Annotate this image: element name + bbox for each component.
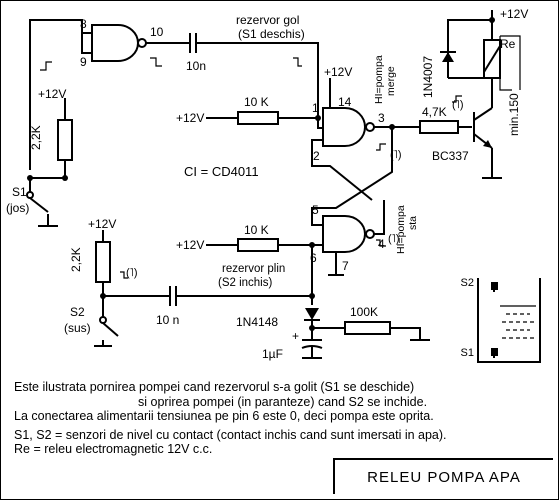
rezervor-gol-label: rezervor gol bbox=[236, 13, 299, 27]
pin5-label: 5 bbox=[312, 203, 319, 217]
resistor-s1 bbox=[57, 119, 73, 161]
note-line-2: si oprirea pompei (in paranteze) cand S2… bbox=[138, 394, 428, 409]
diode-1n4148 bbox=[305, 308, 319, 320]
transistor-label: BC337 bbox=[432, 149, 469, 163]
resistor-10k-top bbox=[237, 111, 279, 125]
supply-r-bottom: +12V bbox=[176, 238, 204, 252]
supply-s2: +12V bbox=[88, 217, 116, 231]
r-s2-label: 2,2K bbox=[69, 247, 83, 272]
pin4-label: 4 bbox=[378, 237, 385, 251]
r-mid-label: 10 K bbox=[244, 223, 269, 237]
pin10-label: 10 bbox=[150, 25, 164, 39]
pulse-mark-s1 bbox=[40, 61, 52, 71]
capacitor-top bbox=[189, 33, 197, 53]
r-top-label: 10 K bbox=[244, 95, 269, 109]
min150-label: min.150 bbox=[507, 93, 521, 136]
cap-bottom-label: 10 n bbox=[156, 313, 179, 327]
supply-relay: +12V bbox=[500, 7, 528, 21]
diode-1n4007 bbox=[442, 52, 454, 62]
supply-s1: +12V bbox=[38, 87, 66, 101]
cap-1uf-label: 1µF bbox=[262, 347, 283, 361]
cap-plus: + bbox=[292, 329, 299, 343]
drawing-title: RELEU POMPA APA bbox=[333, 458, 553, 494]
hi-sta-2: sta bbox=[407, 216, 419, 230]
rezervor-plin-label: rezervor plin bbox=[222, 263, 285, 275]
wire-cap-to-pin1 bbox=[196, 42, 323, 129]
note-line-5: Re = releu electromagnetic 12V c.c. bbox=[14, 442, 213, 456]
nand-gate-upper bbox=[322, 107, 375, 147]
pulse-paren-base: (˥) bbox=[452, 99, 464, 111]
notes-block: Este ilustrata pornirea pompei cand reze… bbox=[14, 380, 554, 457]
pin8-label: 8 bbox=[80, 17, 87, 31]
cap-top-label: 10n bbox=[186, 59, 206, 73]
s1-pos-label: (jos) bbox=[6, 201, 29, 215]
pulse-paren-s2: (˥) bbox=[126, 267, 138, 279]
pin3-label: 3 bbox=[378, 111, 385, 125]
s2-label: S2 bbox=[70, 305, 85, 319]
nand-gate-lower bbox=[322, 215, 375, 253]
ci-label: CI = CD4011 bbox=[184, 164, 259, 179]
pin7-label: 7 bbox=[342, 259, 349, 273]
pin1-label: 1 bbox=[312, 101, 319, 115]
hi-merge-1: HI=pompa bbox=[373, 55, 385, 104]
switch-s2 bbox=[102, 322, 119, 337]
resistor-100k bbox=[344, 321, 391, 335]
tank-s1-label: S1 bbox=[461, 347, 474, 359]
pin9-label: 9 bbox=[80, 55, 87, 69]
resistor-10k-bottom bbox=[237, 238, 279, 252]
supply-r-top: +12V bbox=[176, 111, 204, 125]
resistor-s2 bbox=[95, 241, 111, 283]
hi-merge-2: merge bbox=[385, 66, 397, 96]
pulse-mark-cap bbox=[293, 57, 302, 67]
transistor-bc337 bbox=[473, 107, 493, 149]
r-base-label: 4,7K bbox=[422, 105, 447, 119]
wire-pin9 bbox=[81, 33, 92, 54]
s2-pos-label: (sus) bbox=[64, 321, 91, 335]
pulse-paren-upper: (˥) bbox=[390, 149, 402, 161]
note-line-4: S1, S2 = senzori de nivel cu contact (co… bbox=[14, 427, 447, 442]
diode-relay-label: 1N4007 bbox=[421, 56, 435, 98]
r-s1-label: 2,2K bbox=[29, 125, 43, 150]
r-100k-label: 100K bbox=[350, 305, 378, 319]
resistor-4k7 bbox=[419, 120, 459, 134]
relay-label: Re bbox=[500, 37, 516, 51]
s1-deschis-label: (S1 deschis) bbox=[238, 27, 305, 41]
capacitor-bottom bbox=[169, 286, 177, 306]
s2-inchis-label: (S2 inchis) bbox=[218, 277, 272, 289]
diode-1n4148-label: 1N4148 bbox=[236, 315, 278, 329]
note-line-1: Este ilustrata pornirea pompei cand reze… bbox=[14, 380, 415, 394]
pin14-label: 14 bbox=[338, 95, 352, 109]
hi-sta-1: HI=pompa bbox=[395, 205, 407, 254]
pulse-mark-pin10 bbox=[150, 57, 162, 67]
s1-label: S1 bbox=[12, 185, 27, 199]
tank-s2-label: S2 bbox=[461, 277, 474, 289]
pin2-label: 2 bbox=[313, 149, 320, 163]
note-line-3: La conectarea alimentarii tensiunea pe p… bbox=[14, 409, 434, 423]
tank-illustration bbox=[477, 278, 541, 363]
supply-14: +12V bbox=[324, 65, 352, 79]
pulse-paren-lower: (˥) bbox=[388, 233, 400, 245]
nand-gate-top bbox=[91, 24, 147, 62]
switch-s1 bbox=[29, 197, 49, 213]
pin6-label: 6 bbox=[310, 251, 317, 265]
